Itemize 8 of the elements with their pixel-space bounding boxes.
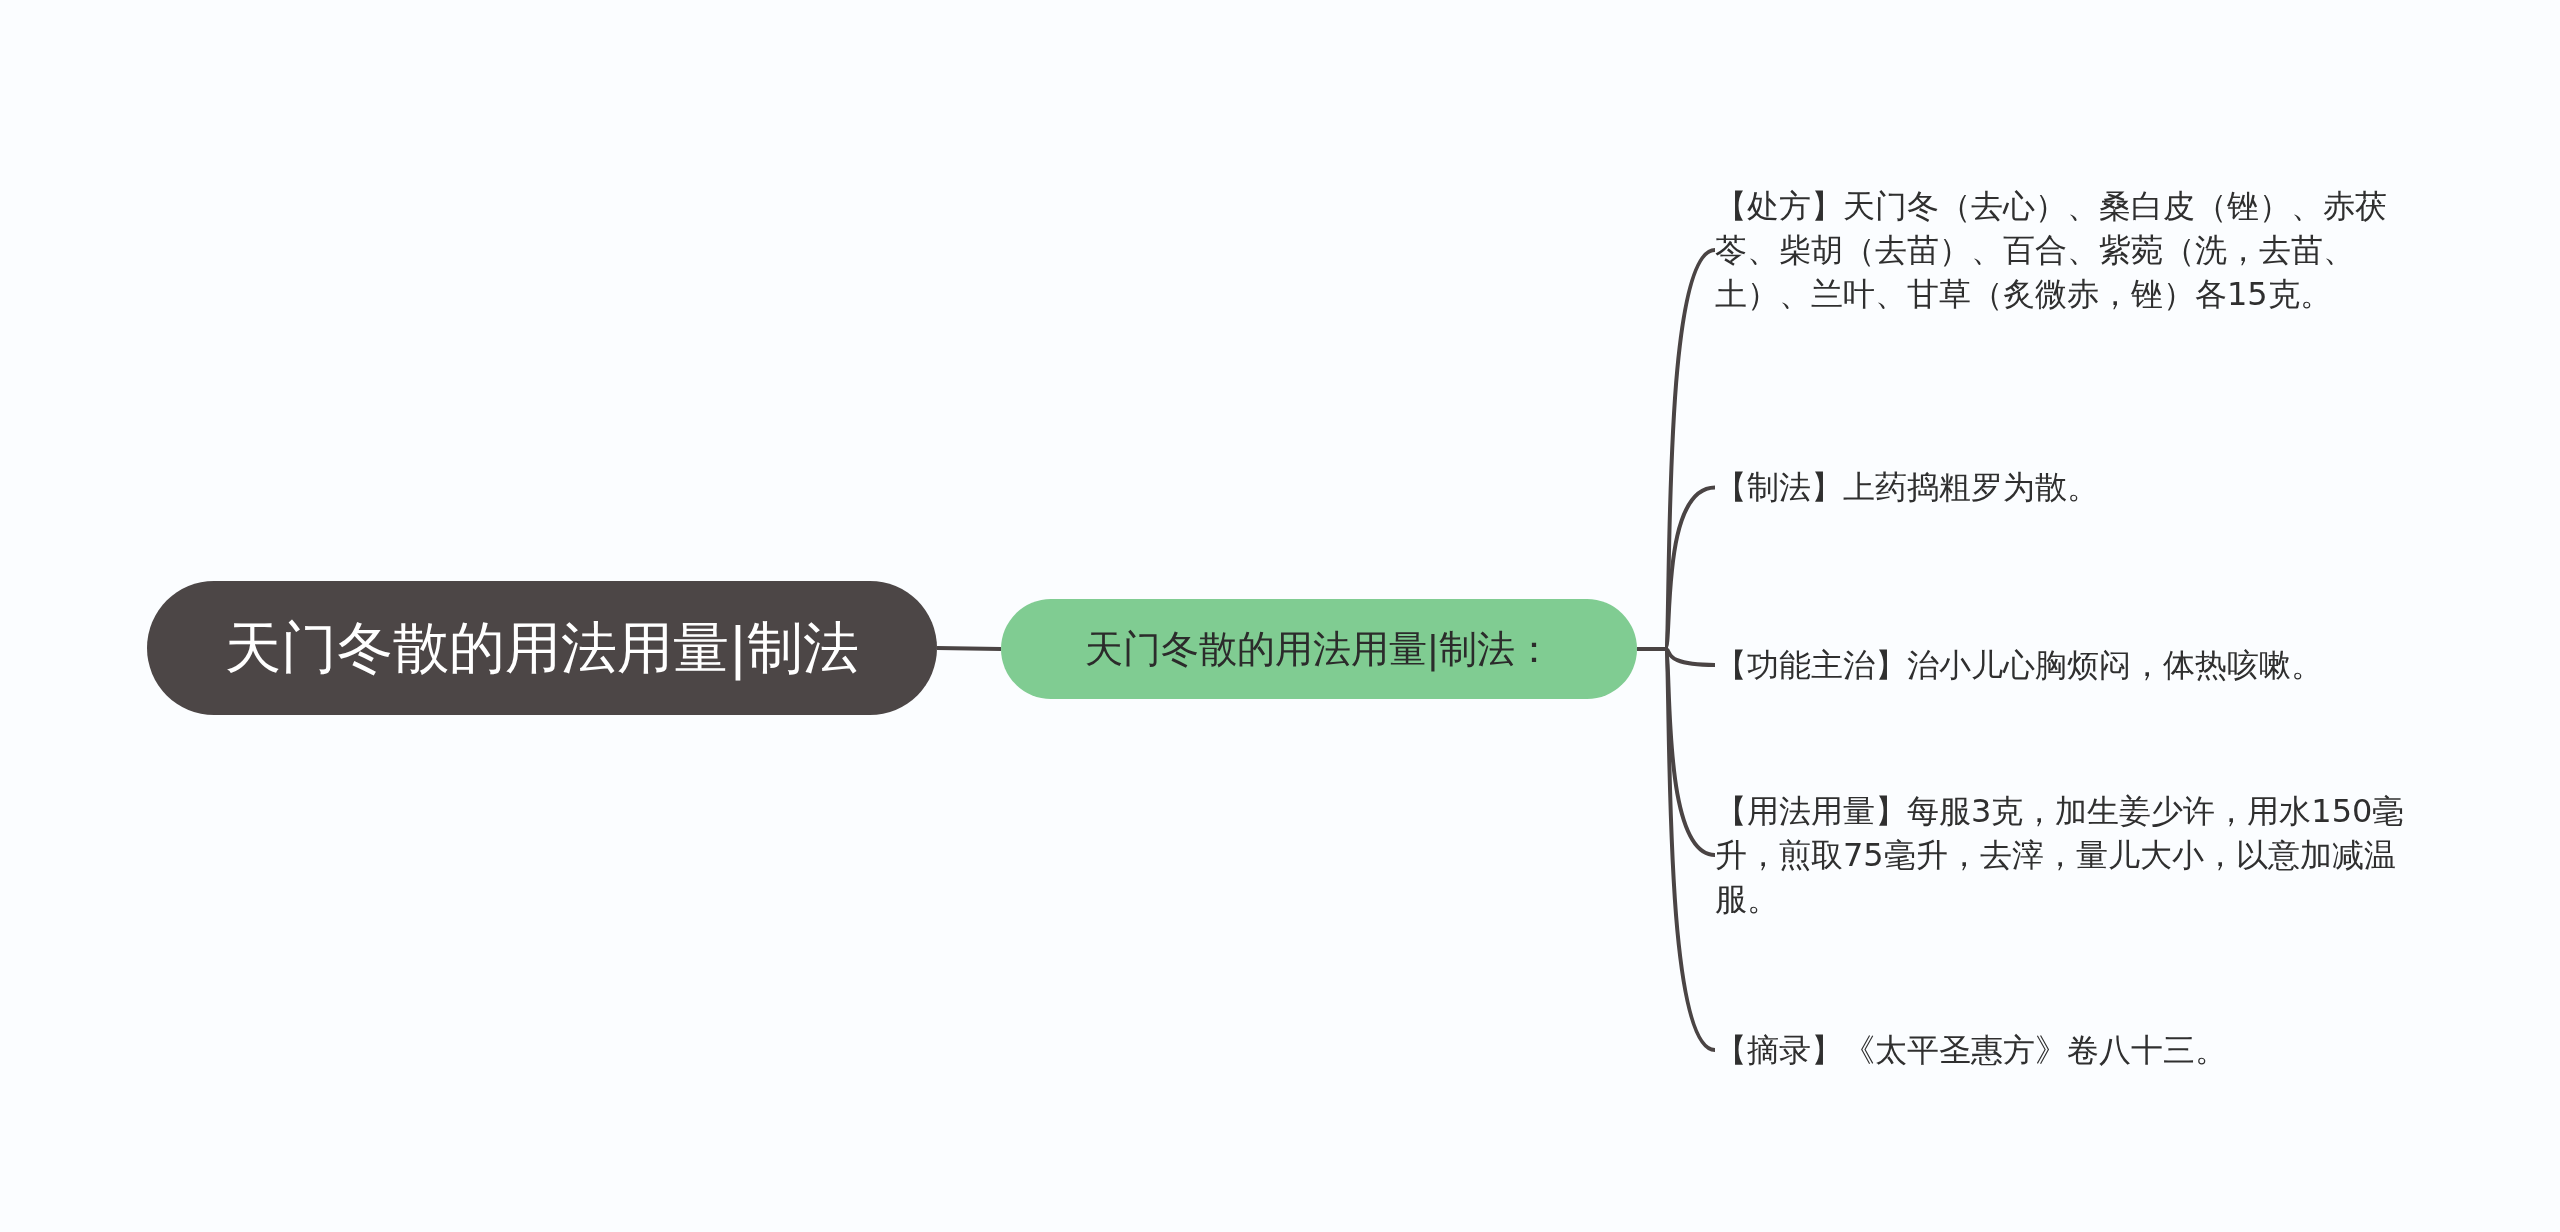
note-text: 【功能主治】治小儿心胸烦闷，体热咳嗽。 bbox=[1715, 644, 2323, 686]
connector-line bbox=[936, 646, 1002, 651]
note-text: 【处方】天门冬（去心）、桑白皮（锉）、赤茯苓、柴胡（去苗）、百合、紫菀（洗，去苗、土）、兰叶、甘草（炙微赤，锉）各15克。 bbox=[1715, 185, 2388, 316]
note-text: 【制法】上药捣粗罗为散。 bbox=[1715, 467, 2099, 509]
note-text: 【摘录】《太平圣惠方》卷八十三。 bbox=[1715, 1029, 2227, 1071]
main-topic-text: 天门冬散的用法用量|制法： bbox=[1084, 625, 1554, 674]
root-topic-text: 天门冬散的用法用量|制法 bbox=[224, 614, 860, 683]
note-text: 【用法用量】每服3克，加生姜少许，用水150毫升，煎取75毫升，去滓，量儿大小，以意加减温服。 bbox=[1715, 790, 2406, 921]
